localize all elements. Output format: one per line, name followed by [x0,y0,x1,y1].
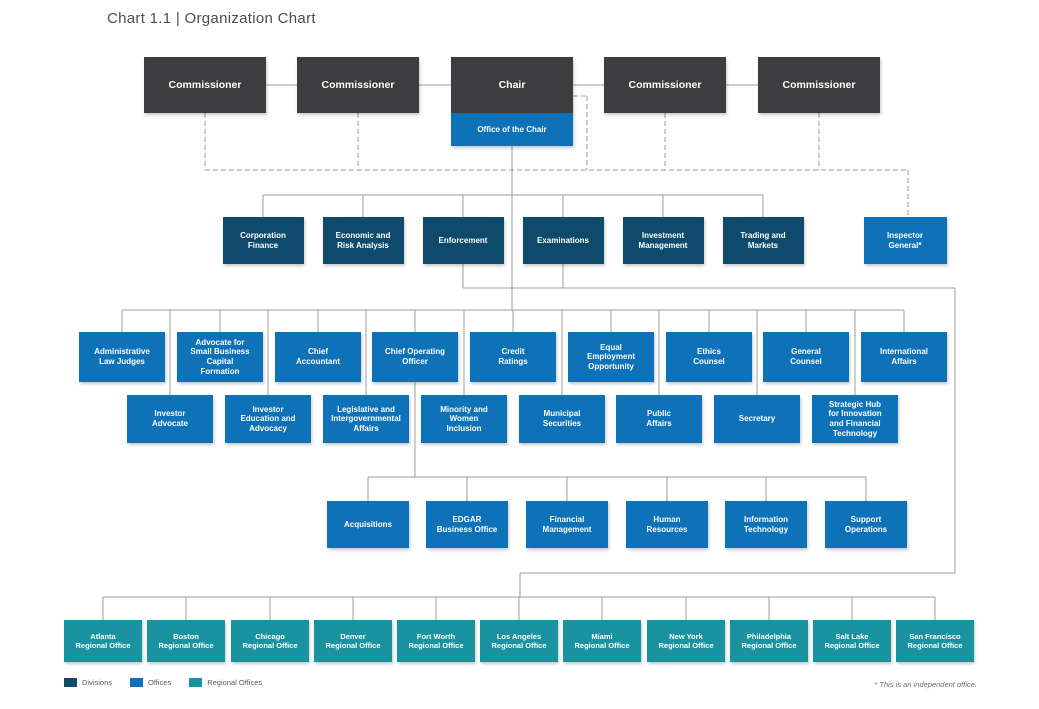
org-node-acquisitions: Acquisitions [327,501,409,548]
org-node-los-angeles-regional-office: Los Angeles Regional Office [480,620,558,662]
org-node-fort-worth-regional-office: Fort Worth Regional Office [397,620,475,662]
org-node-miami-regional-office: Miami Regional Office [563,620,641,662]
org-node-commissioner-0: Commissioner [144,57,266,113]
legend-label: Divisions [82,678,113,687]
org-node-examinations: Examinations [522,217,604,264]
org-node-economic-and-risk-analysis: Economic and Risk Analysis [322,217,404,264]
org-node-inspector-general: Inspector General* [863,217,947,264]
org-node-secretary: Secretary [714,395,800,443]
org-node-general-counsel: General Counsel [763,332,849,382]
org-node-boston-regional-office: Boston Regional Office [147,620,225,662]
org-node-corporation-finance: Corporation Finance [222,217,304,264]
org-node-commissioner-4: Commissioner [758,57,880,113]
org-node-investment-management: Investment Management [622,217,704,264]
org-node-denver-regional-office: Denver Regional Office [314,620,392,662]
legend-swatch-divisions [64,678,77,687]
org-node-municipal-securities: Municipal Securities [519,395,605,443]
org-node-legislative-and-intergovernmental-affairs: Legislative and Intergovernmental Affair… [323,395,409,443]
footnote: * This is an independent office. [874,680,977,689]
legend-label: Regional Offices [207,678,263,687]
legend-swatch-offices [130,678,144,687]
page-title: Chart 1.1 | Organization Chart [107,10,316,27]
org-node-public-affairs: Public Affairs [616,395,702,443]
org-node-enforcement: Enforcement [422,217,504,264]
org-node-chief-accountant: Chief Accountant [275,332,361,382]
legend-label: Offices [148,678,172,687]
org-node-credit-ratings: Credit Ratings [470,332,556,382]
legend-swatch-regional-offices [189,678,203,687]
org-node-ethics-counsel: Ethics Counsel [666,332,752,382]
org-node-minority-and-women-inclusion: Minority and Women Inclusion [421,395,507,443]
org-node-equal-employment-opportunity: Equal Employment Opportunity [568,332,654,382]
org-node-investor-education-and-advocacy: Investor Education and Advocacy [225,395,311,443]
org-node-chair-2: Chair [451,57,573,113]
legend-item-divisions: Divisions [64,678,112,687]
org-node-san-francisco-regional-office: San Francisco Regional Office [896,620,974,662]
legend: Divisions Offices Regional Offices [64,678,262,687]
org-node-philadelphia-regional-office: Philadelphia Regional Office [730,620,808,662]
org-node-investor-advocate: Investor Advocate [127,395,213,443]
dashed-connectors [204,95,909,217]
org-node-trading-and-markets: Trading and Markets [722,217,804,264]
org-node-administrative-law-judges: Administrative Law Judges [79,332,165,382]
solid-connectors [102,84,956,620]
org-node-human-resources: Human Resources [626,501,708,548]
org-node-information-technology: Information Technology [725,501,807,548]
org-node-financial-management: Financial Management [526,501,608,548]
org-node-new-york-regional-office: New York Regional Office [647,620,725,662]
org-node-international-affairs: International Affairs [861,332,947,382]
org-node-edgar-business-office: EDGAR Business Office [426,501,508,548]
org-node-advocate-for-small-business-capital-formation: Advocate for Small Business Capital Form… [177,332,263,382]
legend-item-regional-offices: Regional Offices [189,678,262,687]
org-node-chief-operating-officer: Chief Operating Officer [372,332,458,382]
org-node-strategic-hub-for-innovation-and-financial-technology: Strategic Hub for Innovation and Financi… [812,395,898,443]
org-node-commissioner-1: Commissioner [297,57,419,113]
org-node-chicago-regional-office: Chicago Regional Office [231,620,309,662]
org-node-support-operations: Support Operations [825,501,907,548]
org-node-salt-lake-regional-office: Salt Lake Regional Office [813,620,891,662]
legend-item-offices: Offices [130,678,171,687]
org-node-commissioner-3: Commissioner [604,57,726,113]
org-node-atlanta-regional-office: Atlanta Regional Office [64,620,142,662]
org-node-office-of-the-chair: Office of the Chair [451,113,573,146]
